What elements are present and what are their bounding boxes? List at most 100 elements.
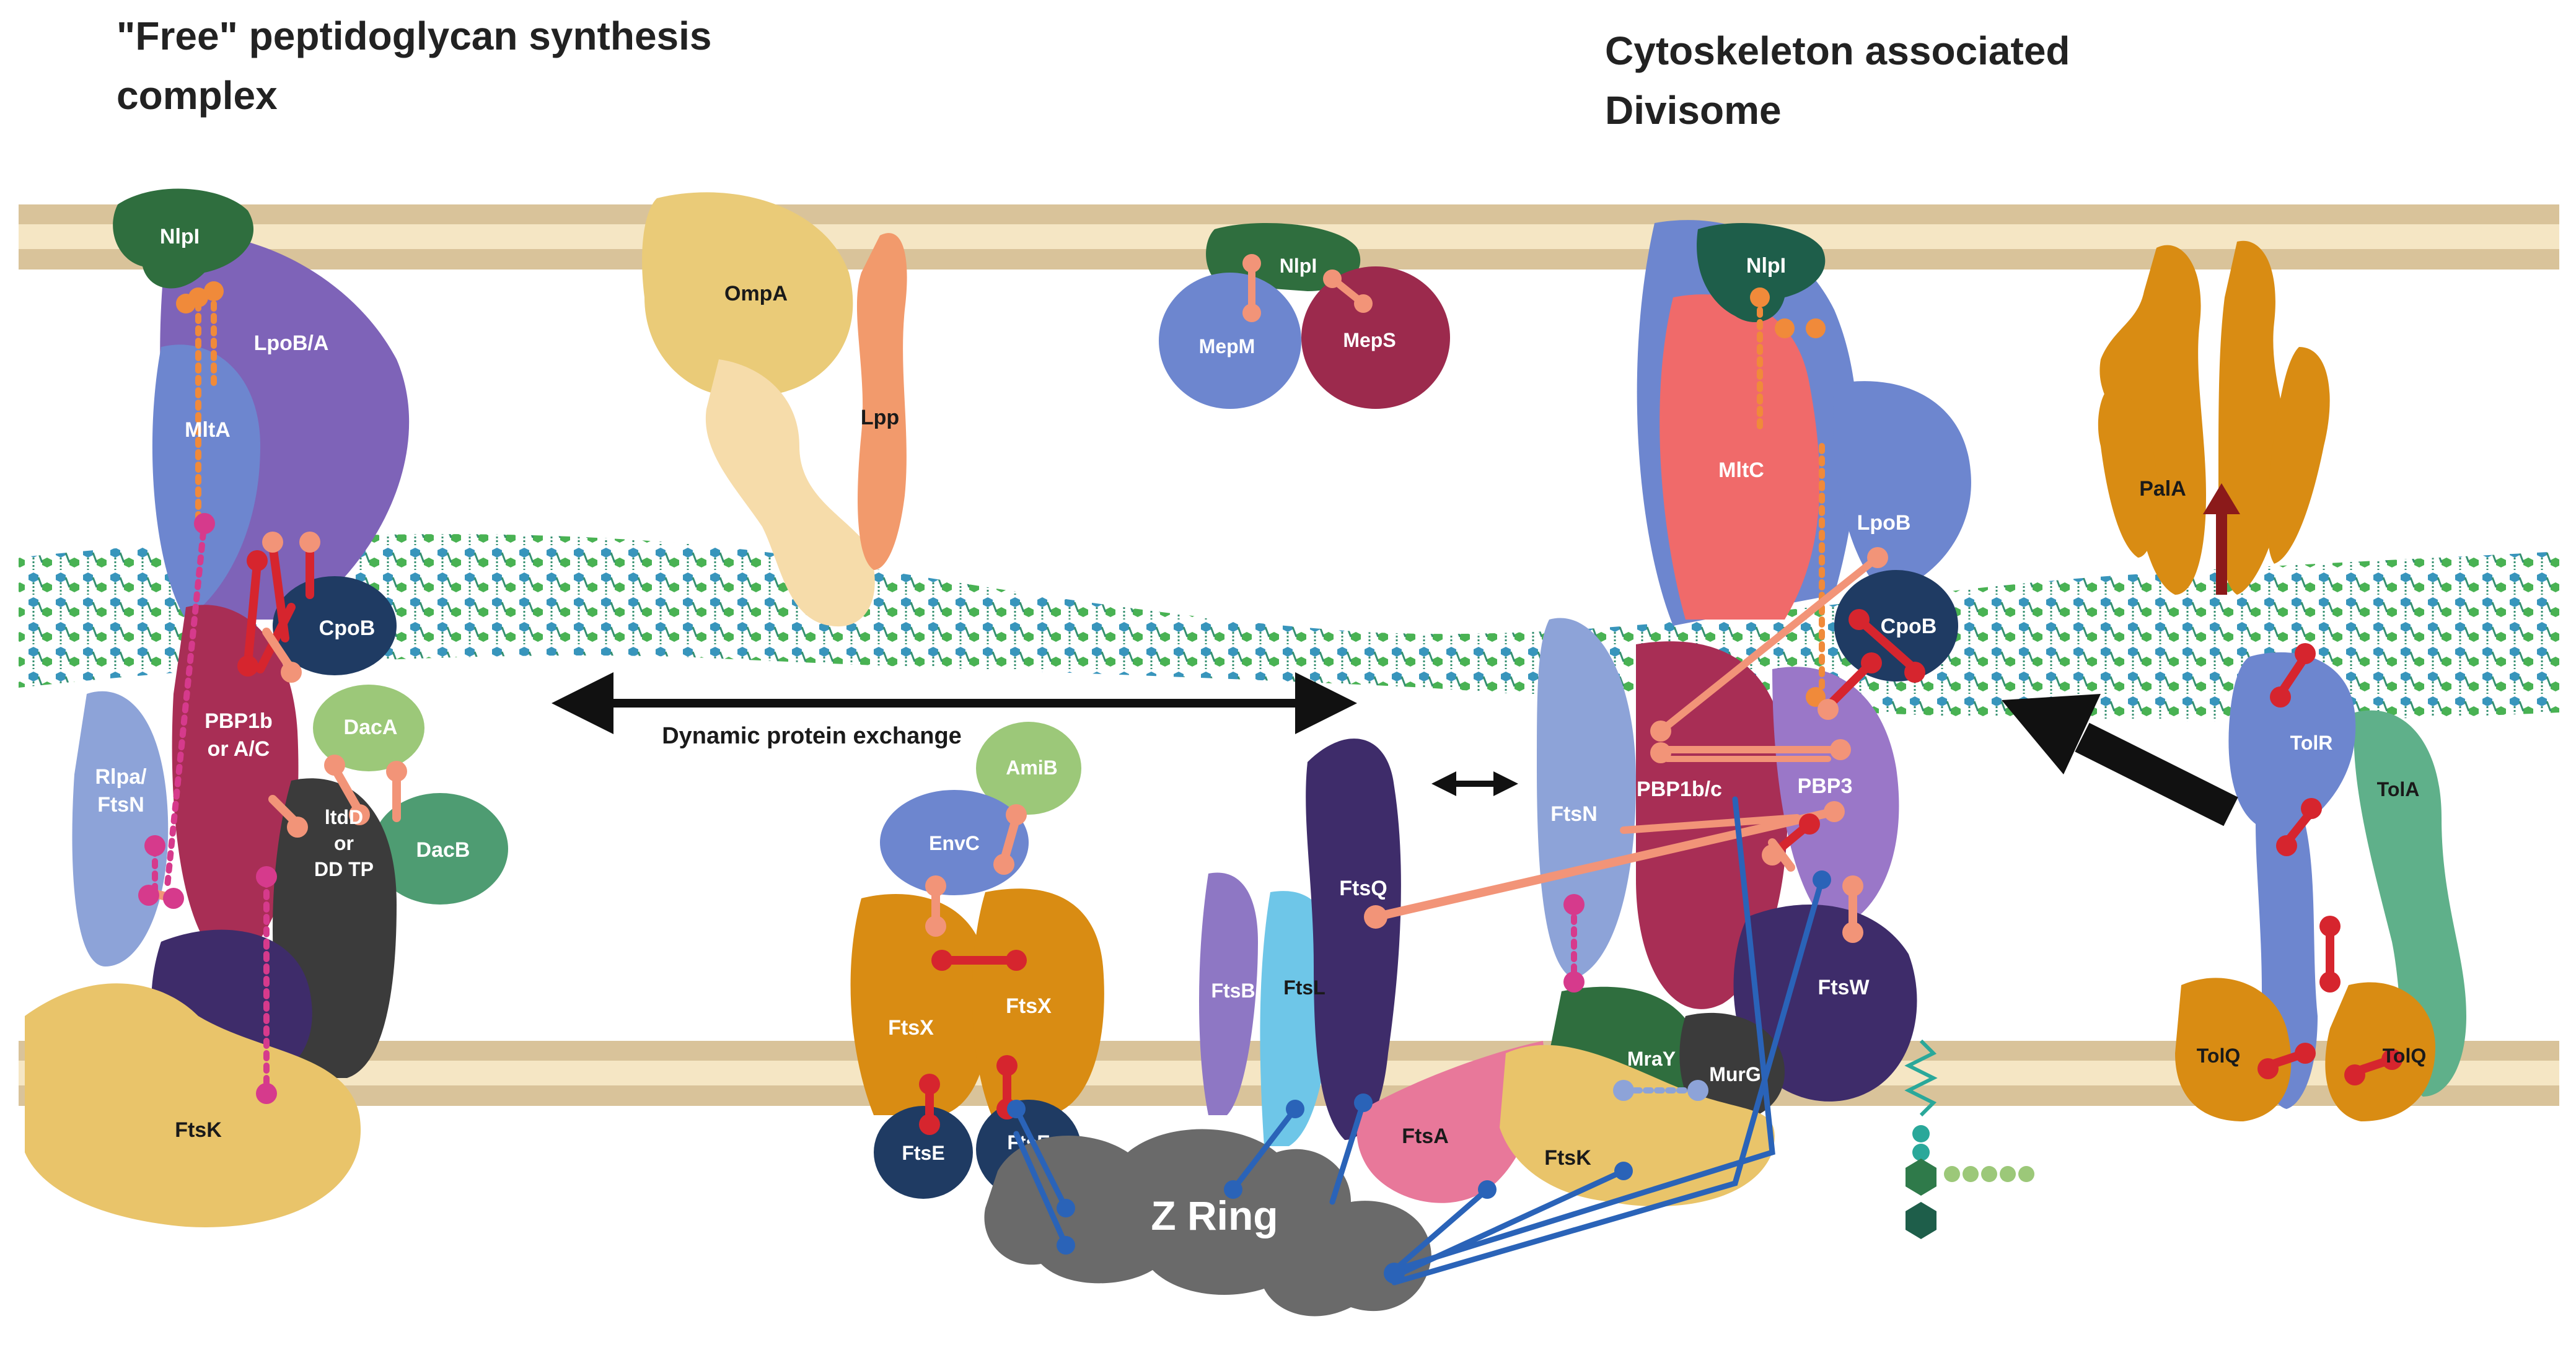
heading-right: Cytoskeleton associated Divisome xyxy=(1605,21,2070,140)
mltc-protein xyxy=(1659,294,1820,620)
label-amib: AmiB xyxy=(1006,756,1058,779)
tolq-2-protein xyxy=(2325,982,2435,1121)
label-tola: TolA xyxy=(2377,778,2420,800)
label-pbp1b-1: PBP1b xyxy=(204,709,273,733)
ftsa-protein xyxy=(1356,1041,1544,1203)
pbp3-protein xyxy=(1772,667,1899,929)
dynamic-exchange-arrow: Dynamic protein exchange xyxy=(552,672,1357,749)
label-lpp: Lpp xyxy=(861,406,899,429)
label-cpob-right: CpoB xyxy=(1881,615,1937,638)
lpp-protein xyxy=(856,233,907,570)
ompa-stalk xyxy=(705,359,875,627)
heading-left-line-2: complex xyxy=(116,73,278,118)
label-pbp1bc: PBP1b/c xyxy=(1637,778,1722,801)
heading-right-line-2: Divisome xyxy=(1605,88,1782,133)
label-ftsk-left: FtsK xyxy=(175,1118,222,1142)
ftsn-protein xyxy=(1537,618,1636,979)
mepm-meps-group: NlpI MepM MepS xyxy=(1159,223,1450,409)
pala-protein-3 xyxy=(2267,347,2330,564)
label-mepm: MepM xyxy=(1199,335,1255,357)
label-pala: PalA xyxy=(2139,477,2186,501)
envc-protein xyxy=(880,790,1029,895)
label-mltc: MltC xyxy=(1718,458,1764,482)
label-tolq-1: TolQ xyxy=(2197,1045,2241,1067)
label-meps: MepS xyxy=(1343,329,1396,351)
cpob-right-protein xyxy=(1834,570,1958,682)
label-ftsq: FtsQ xyxy=(1339,877,1387,900)
label-tolr: TolR xyxy=(2290,732,2333,754)
nlpi-left-protein xyxy=(113,188,254,289)
zring-tethers xyxy=(1013,796,1825,1286)
ftse-1-protein xyxy=(874,1106,973,1199)
tol-pal-system: PalA TolR TolA TolQ TolQ xyxy=(2098,240,2466,1121)
label-ftse-1: FtsE xyxy=(902,1142,944,1164)
label-ftsl: FtsL xyxy=(1283,976,1325,999)
label-ftsx-1: FtsX xyxy=(888,1016,934,1040)
label-ftsx-2: FtsX xyxy=(1006,994,1052,1018)
tolr-protein xyxy=(2228,652,2356,1109)
ftsex-complex: AmiB EnvC FtsX FtsX FtsE FtsE xyxy=(850,722,1104,1199)
label-nlpi-right: NlpI xyxy=(1746,254,1786,278)
label-ftsk-right: FtsK xyxy=(1544,1146,1591,1170)
z-ring-polymers xyxy=(984,1129,1431,1317)
label-dynamic: Dynamic protein exchange xyxy=(662,723,962,749)
label-pbp3: PBP3 xyxy=(1798,774,1853,798)
mepm-protein xyxy=(1159,273,1301,409)
label-ftsn: FtsN xyxy=(1550,802,1598,826)
dacb-protein xyxy=(372,793,508,905)
amib-protein xyxy=(976,722,1081,815)
zring-tether-dots xyxy=(1007,870,1831,1284)
pala-protein-4 xyxy=(2098,389,2158,558)
nlpi-right-protein xyxy=(1697,223,1826,322)
heading-left-line-1: "Free" peptidoglycan synthesis xyxy=(116,14,712,58)
label-ltdd-1: ltdD xyxy=(325,806,363,828)
recruitment-arrow xyxy=(2002,694,2238,826)
label-zring: Z Ring xyxy=(1151,1193,1278,1238)
label-ftsb: FtsB xyxy=(1211,980,1255,1002)
ompa-protein xyxy=(642,192,853,397)
heading-right-line-1: Cytoskeleton associated xyxy=(1605,28,2070,73)
label-ltdd-3: DD TP xyxy=(314,858,374,880)
label-ftsw: FtsW xyxy=(1818,976,1870,999)
tolq-1-protein xyxy=(2175,978,2292,1121)
ftsb-protein xyxy=(1199,872,1258,1115)
daca-protein xyxy=(313,685,424,771)
ftsk-right-protein xyxy=(1500,1045,1775,1207)
label-mlta: MltA xyxy=(185,418,231,442)
label-mray: MraY xyxy=(1627,1048,1676,1070)
label-ltdd-2: or xyxy=(334,832,354,854)
rlpa-ftsn-protein xyxy=(72,691,169,966)
label-rlpa-1: Rlpa/ xyxy=(95,765,147,789)
label-rlpa-2: FtsN xyxy=(97,793,144,817)
label-ompa: OmpA xyxy=(724,282,788,305)
interaction-dots-right xyxy=(1364,287,1925,1101)
small-exchange-arrow xyxy=(1431,771,1518,796)
ftsk-left-protein xyxy=(25,983,361,1227)
label-envc: EnvC xyxy=(929,832,980,854)
ftsqlb-complex: FtsB FtsL FtsQ xyxy=(1199,738,1401,1146)
cytoskeleton-divisome: NlpI MltC LpoB CpoB FtsN PBP1b/c PBP3 Ft… xyxy=(1364,220,1971,1207)
z-ring: Z Ring xyxy=(984,1129,1431,1317)
label-daca: DacA xyxy=(344,716,398,739)
lpob-right-protein xyxy=(1833,381,1971,595)
label-lpob-a: LpoB/A xyxy=(254,331,329,355)
label-ftsa: FtsA xyxy=(1402,1124,1449,1148)
label-pbp1b-2: or A/C xyxy=(208,737,270,761)
heading-left: "Free" peptidoglycan synthesis complex xyxy=(116,6,712,125)
ftsx-1-protein xyxy=(850,894,990,1115)
interaction-lines-left xyxy=(144,288,401,1093)
label-tolq-2: TolQ xyxy=(2383,1045,2427,1067)
cpob-left-protein xyxy=(273,576,397,675)
tola-protein xyxy=(2354,710,2466,1097)
label-nlpi-left: NlpI xyxy=(160,225,200,248)
pala-protein xyxy=(2099,245,2206,595)
meps-protein xyxy=(1301,266,1450,409)
label-cpob-left: CpoB xyxy=(319,616,376,640)
label-lpob-right: LpoB xyxy=(1857,511,1911,535)
label-murg: MurG xyxy=(1709,1063,1761,1085)
label-nlpi-mid: NlpI xyxy=(1280,255,1317,277)
interaction-dots-left xyxy=(138,281,407,1104)
mlta-protein xyxy=(152,344,260,620)
label-dacb: DacB xyxy=(416,838,470,862)
